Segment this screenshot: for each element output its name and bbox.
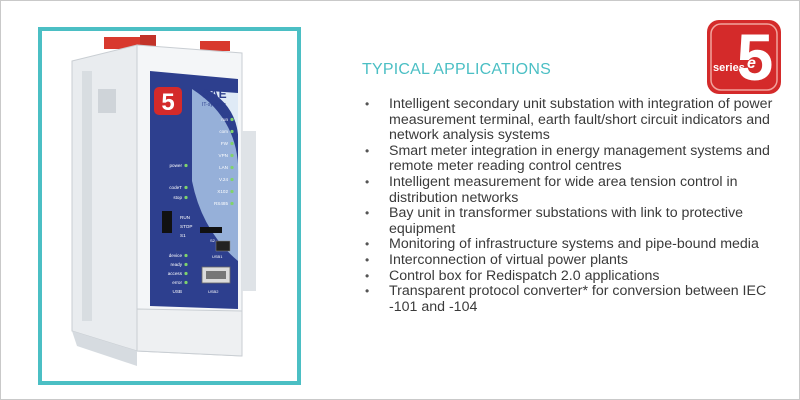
application-text: Interconnection of virtual power plants: [389, 251, 628, 268]
switch-labels: RUN STOP S1: [180, 215, 192, 238]
led-icon: [184, 185, 188, 190]
led-icon: [230, 129, 234, 134]
led-label: LAN: [219, 165, 228, 170]
status-label: access: [168, 271, 183, 276]
application-text: Transparent protocol converter* for conv…: [389, 283, 767, 315]
led-label: FW: [221, 141, 229, 146]
left-led-column: power codeT stop: [169, 163, 188, 200]
run-stop-switch: [162, 211, 172, 233]
status-label: USB: [173, 289, 182, 294]
led-icon: [230, 201, 234, 206]
panel-series-number: 5: [161, 89, 174, 116]
usb1-port: [215, 240, 231, 252]
svg-text:USB1: USB1: [212, 254, 223, 259]
application-text: Bay unit in transformer substations with…: [389, 205, 744, 237]
bullet-icon: •: [365, 206, 370, 221]
led-icon: [184, 253, 188, 258]
s2-switch: [200, 227, 222, 233]
application-item: • Intelligent secondary unit substation w…: [365, 96, 782, 144]
status-label: error: [172, 280, 182, 285]
led-label: codeT: [169, 185, 182, 190]
logo-mark: e: [747, 55, 756, 72]
led-label: VPN: [219, 153, 228, 158]
applications-list: • Intelligent secondary unit substation w…: [365, 96, 782, 315]
led-icon: [230, 153, 234, 158]
switch-label: RUN: [180, 215, 190, 220]
application-text: Monitoring of infrastructure systems and…: [389, 236, 759, 253]
led-icon: [184, 271, 188, 276]
top-terminal-right: [200, 41, 230, 51]
bullet-icon: •: [365, 143, 370, 158]
led-icon: [230, 189, 234, 194]
application-item: • Intelligent measurement for wide area t…: [365, 173, 782, 206]
led-label: power: [169, 163, 182, 168]
led-icon: [230, 177, 234, 182]
bullet-icon: •: [365, 174, 370, 189]
led-label: V.24: [219, 177, 228, 182]
bullet-icon: •: [365, 284, 370, 299]
led-icon: [184, 195, 188, 200]
logo-number: 5: [737, 20, 774, 94]
status-label: device: [169, 253, 183, 258]
led-icon: [230, 117, 234, 122]
application-item: • Bay unit in transformer substations wit…: [365, 205, 782, 237]
bullet-icon: •: [365, 252, 370, 267]
led-label: X102: [217, 189, 228, 194]
status-label: ready: [171, 262, 183, 267]
led-icon: [184, 262, 188, 267]
switch-label: S1: [180, 233, 186, 238]
device-brand-sub: IT-systems: [202, 102, 227, 108]
led-label: run: [221, 117, 228, 122]
led-icon: [184, 280, 188, 285]
bullet-icon: •: [365, 97, 370, 111]
device-brand: SAE: [202, 87, 227, 101]
application-text: Control box for Redispatch 2.0 applicati…: [389, 267, 660, 284]
svg-text:USB2: USB2: [208, 289, 219, 294]
logo-word: series: [713, 62, 745, 74]
series-e5-logo: 5 series e: [707, 20, 781, 94]
led-label: com: [219, 129, 228, 134]
application-text: Intelligent measurement for wide area te…: [389, 173, 738, 206]
led-label: stop: [173, 195, 182, 200]
svg-text:S2: S2: [210, 238, 216, 243]
bullet-icon: •: [365, 268, 370, 283]
section-heading: TYPICAL APPLICATIONS: [362, 61, 551, 78]
application-text: Intelligent secondary unit substation wi…: [389, 96, 773, 144]
panel-series-badge: [154, 87, 182, 115]
switch-label: STOP: [180, 224, 192, 229]
application-item: • Control box for Redispatch 2.0 applicat…: [365, 267, 782, 285]
application-text: Smart meter integration in energy manage…: [389, 142, 770, 175]
application-item: • Smart meter integration in energy manag…: [365, 142, 782, 175]
led-icon: [230, 141, 234, 146]
led-icon: [230, 165, 234, 170]
application-item: • Interconnection of virtual power plants: [365, 251, 782, 269]
application-item: • Transparent protocol converter* for con…: [365, 283, 782, 315]
application-item: • Monitoring of infrastructure systems an…: [365, 236, 782, 253]
led-icon: [184, 163, 188, 168]
bullet-icon: •: [365, 237, 370, 252]
led-label: RS485: [214, 201, 228, 206]
